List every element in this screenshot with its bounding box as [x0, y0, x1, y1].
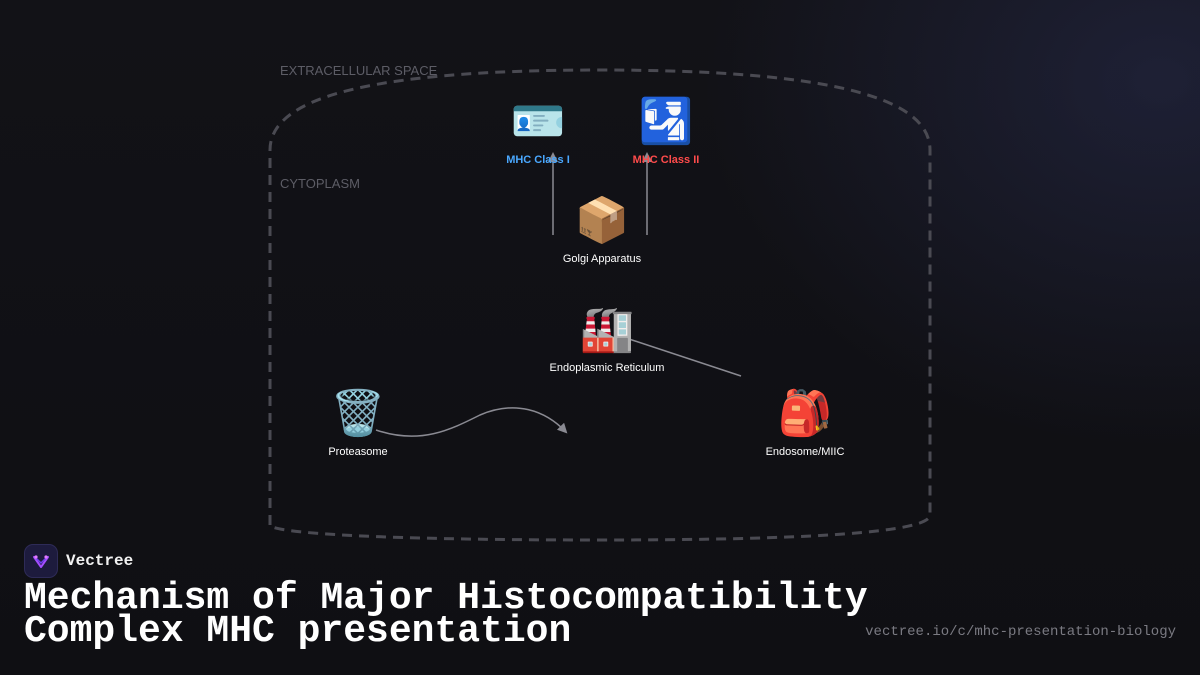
extracellular-space-label: EXTRACELLULAR SPACE: [280, 63, 438, 78]
cell-membrane: [268, 68, 932, 542]
page-title-line-2: Complex MHC presentation: [24, 610, 572, 653]
node-label-golgi-apparatus: Golgi Apparatus: [562, 253, 642, 265]
node-label-endoplasmic-reticulum: Endoplasmic Reticulum: [549, 362, 665, 374]
brand[interactable]: Vectree: [24, 544, 133, 578]
node-endoplasmic-reticulum[interactable]: 🏭 Endoplasmic Reticulum: [527, 304, 687, 374]
page-title-line-1: Mechanism of Major Histocompatibility: [24, 577, 868, 620]
node-label-proteasome: Proteasome: [328, 446, 388, 458]
source-url[interactable]: vectree.io/c/mhc-presentation-biology: [865, 624, 1176, 640]
edge-endosome-to-er: [619, 335, 742, 377]
vectree-logo-icon: [24, 544, 58, 578]
node-proteasome[interactable]: 🗑️ Proteasome: [278, 388, 438, 458]
node-mhc-class-2[interactable]: 🛂 MHC Class II: [586, 96, 746, 166]
factory-icon: 🏭: [579, 304, 635, 355]
package-icon: 📦: [574, 195, 630, 246]
node-label-mhc-class-2: MHC Class II: [632, 154, 700, 166]
node-mhc-class-1[interactable]: 🪪 MHC Class I: [458, 96, 618, 166]
passport-control-icon: 🛂: [638, 96, 694, 147]
id-card-icon: 🪪: [510, 96, 566, 147]
page-title: Mechanism of Major Histocompatibility Co…: [24, 577, 868, 653]
backpack-icon: 🎒: [777, 388, 833, 439]
node-endosome-miic[interactable]: 🎒 Endosome/MIIC: [725, 388, 885, 458]
node-golgi-apparatus[interactable]: 📦 Golgi Apparatus: [522, 195, 682, 265]
brand-name: Vectree: [66, 552, 134, 570]
cytoplasm-label: CYTOPLASM: [280, 176, 360, 191]
wastebasket-icon: 🗑️: [330, 388, 386, 439]
node-label-endosome-miic: Endosome/MIIC: [765, 446, 845, 458]
edge-proteasome-to-er: [375, 407, 568, 437]
node-label-mhc-class-1: MHC Class I: [506, 154, 570, 166]
